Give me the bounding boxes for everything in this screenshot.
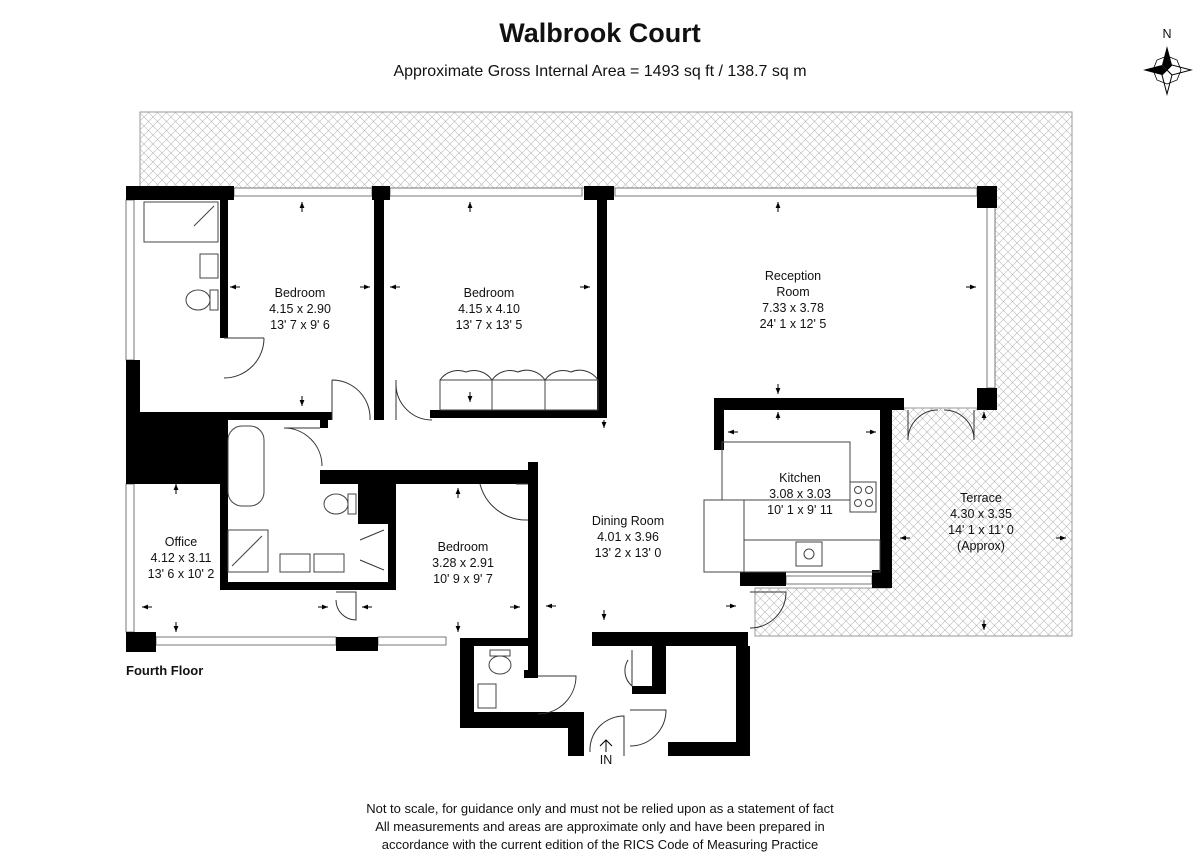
room-office: Office 4.12 x 3.11 13' 6 x 10' 2 [148, 535, 215, 581]
svg-text:Kitchen: Kitchen [779, 471, 821, 485]
walls [126, 186, 997, 756]
gross-area-subtitle: Approximate Gross Internal Area = 1493 s… [393, 63, 807, 80]
svg-text:7.33 x 3.78: 7.33 x 3.78 [762, 301, 824, 315]
fixtures [143, 201, 881, 709]
svg-text:10' 1 x 9' 11: 10' 1 x 9' 11 [767, 503, 833, 517]
svg-text:4.15 x 4.10: 4.15 x 4.10 [458, 302, 520, 316]
doors [223, 337, 975, 756]
room-bedroom-1: Bedroom 4.15 x 2.90 13' 7 x 9' 6 [269, 286, 331, 332]
svg-text:10' 9 x 9' 7: 10' 9 x 9' 7 [433, 572, 493, 586]
page-title: Walbrook Court [499, 18, 701, 48]
svg-text:14' 1 x 11' 0: 14' 1 x 11' 0 [948, 523, 1014, 537]
svg-text:Bedroom: Bedroom [275, 286, 326, 300]
svg-text:13' 6 x 10' 2: 13' 6 x 10' 2 [148, 567, 215, 581]
svg-text:13' 7 x 9' 6: 13' 7 x 9' 6 [270, 318, 330, 332]
svg-text:(Approx): (Approx) [957, 539, 1005, 553]
disclaimer-line-2: All measurements and areas are approxima… [375, 819, 825, 834]
windows [125, 187, 996, 646]
disclaimer-line-3: accordance with the current edition of t… [381, 837, 819, 852]
svg-text:4.15 x 2.90: 4.15 x 2.90 [269, 302, 331, 316]
dimension-arrows [142, 202, 1066, 632]
svg-text:Office: Office [165, 535, 197, 549]
svg-text:4.12 x 3.11: 4.12 x 3.11 [151, 551, 212, 565]
svg-text:3.28 x 2.91: 3.28 x 2.91 [432, 556, 494, 570]
svg-text:13' 7 x 13' 5: 13' 7 x 13' 5 [456, 318, 523, 332]
svg-text:Reception: Reception [765, 269, 821, 283]
svg-text:4.30 x 3.35: 4.30 x 3.35 [950, 507, 1012, 521]
disclaimer-line-1: Not to scale, for guidance only and must… [366, 801, 834, 816]
svg-text:Bedroom: Bedroom [464, 286, 515, 300]
svg-text:13' 2 x 13' 0: 13' 2 x 13' 0 [595, 546, 662, 560]
floor-label: Fourth Floor [126, 663, 204, 678]
entrance-label: IN [600, 753, 613, 767]
compass-north-label: N [1162, 27, 1171, 41]
svg-text:4.01 x 3.96: 4.01 x 3.96 [597, 530, 659, 544]
room-kitchen: Kitchen 3.08 x 3.03 10' 1 x 9' 11 [767, 471, 833, 517]
svg-text:Dining Room: Dining Room [592, 514, 664, 528]
room-bedroom-2: Bedroom 4.15 x 4.10 13' 7 x 13' 5 [456, 286, 523, 332]
room-bedroom-3: Bedroom 3.28 x 2.91 10' 9 x 9' 7 [432, 540, 494, 586]
disclaimer: Not to scale, for guidance only and must… [0, 800, 1200, 854]
svg-text:Bedroom: Bedroom [438, 540, 489, 554]
room-dining: Dining Room 4.01 x 3.96 13' 2 x 13' 0 [592, 514, 664, 560]
svg-text:24' 1 x 12' 5: 24' 1 x 12' 5 [760, 317, 827, 331]
svg-text:Terrace: Terrace [960, 491, 1002, 505]
room-terrace: Terrace 4.30 x 3.35 14' 1 x 11' 0 (Appro… [948, 491, 1014, 553]
compass-rose-icon [1143, 46, 1193, 96]
room-reception: Reception Room 7.33 x 3.78 24' 1 x 12' 5 [760, 269, 827, 331]
svg-text:3.08 x 3.03: 3.08 x 3.03 [769, 487, 831, 501]
svg-text:Room: Room [776, 285, 809, 299]
entrance-arrow-icon [599, 739, 613, 752]
